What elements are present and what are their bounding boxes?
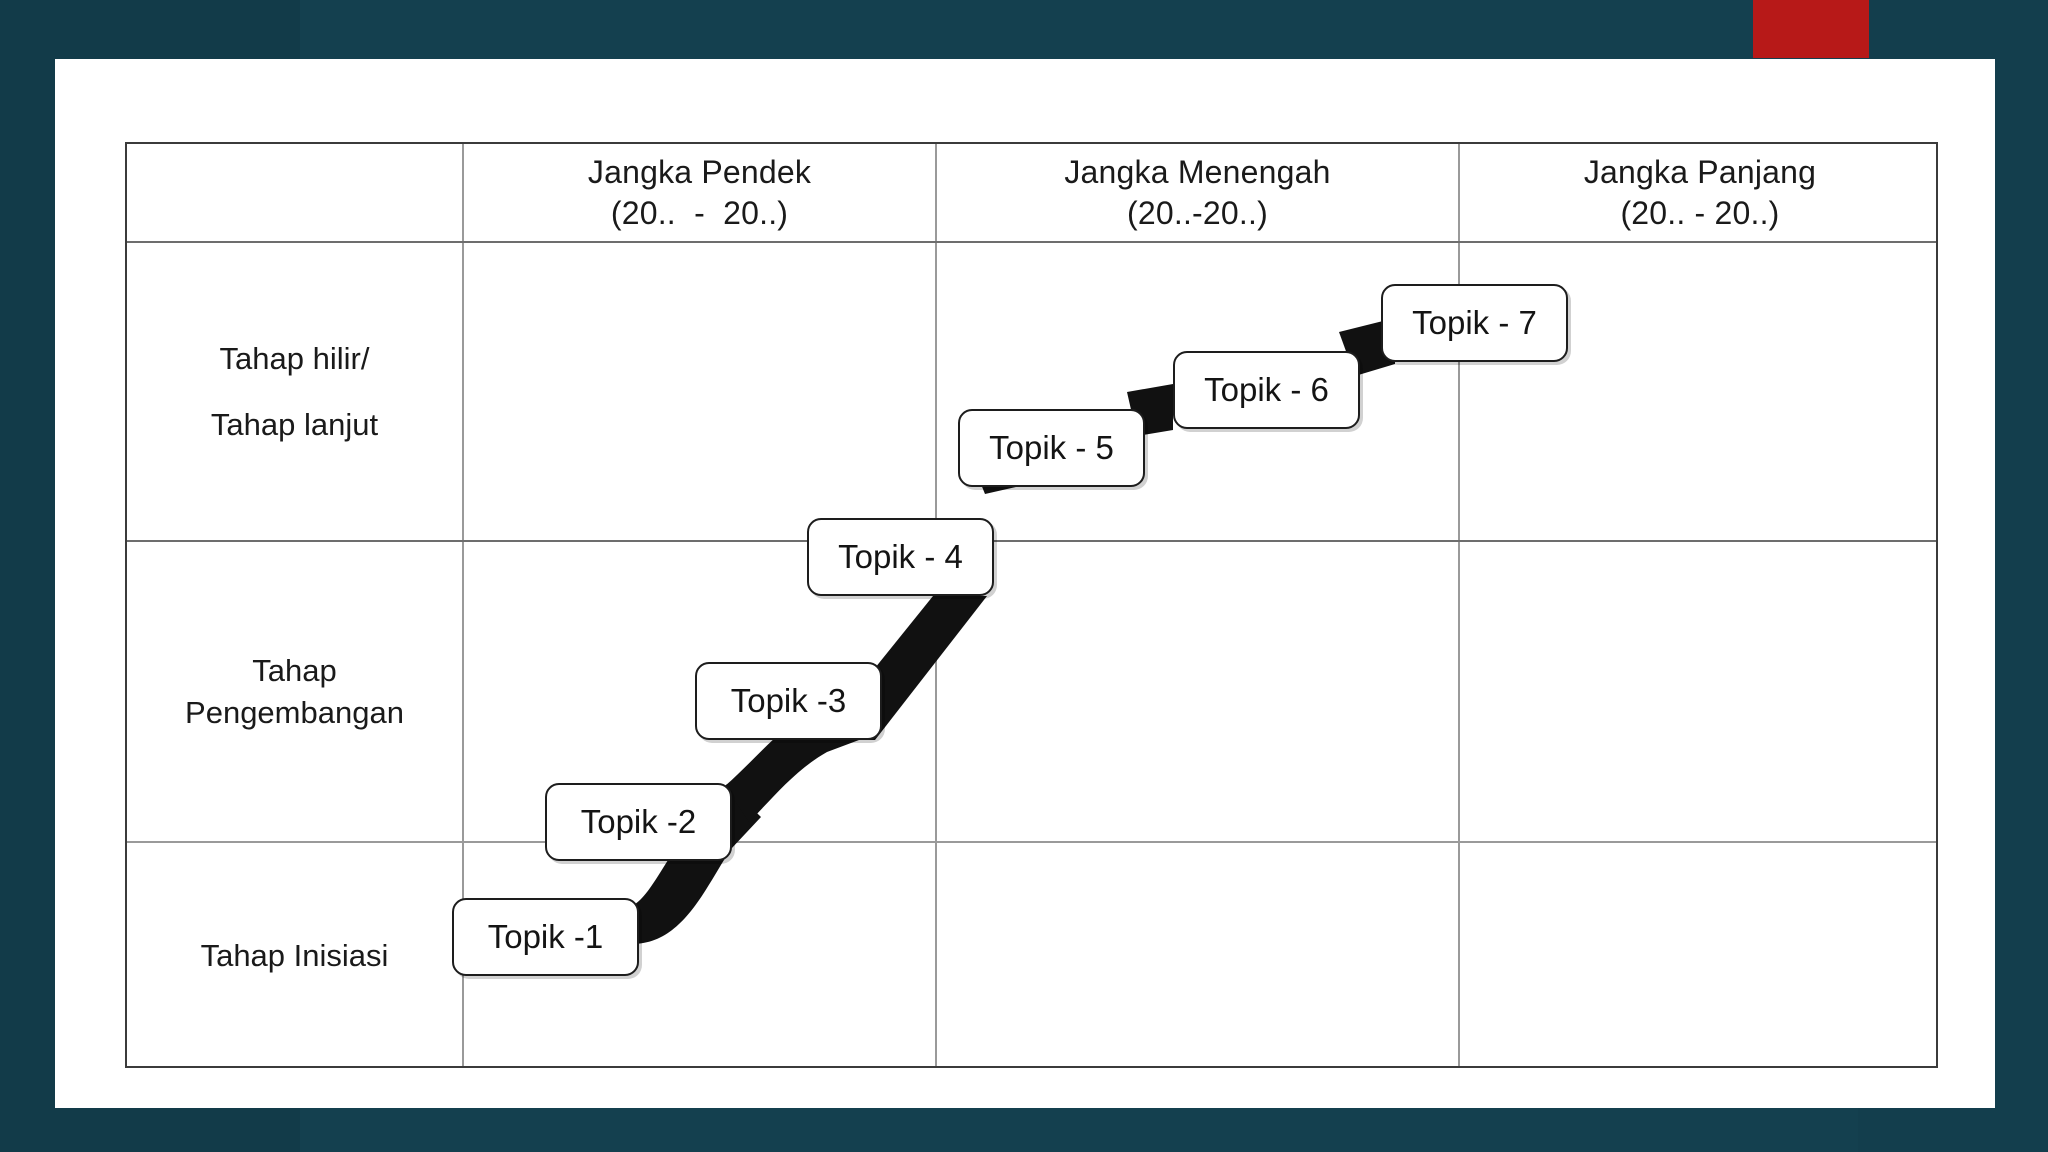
roadmap-matrix: Jangka Pendek (20.. - 20..) Jangka Menen… bbox=[125, 142, 1938, 1068]
column-divider-2 bbox=[935, 144, 937, 1066]
row-label-line-2: Pengembangan bbox=[185, 694, 404, 730]
column-header-period: (20..-20..) bbox=[1127, 194, 1268, 231]
row-label-tahap-pengembangan: Tahap Pengembangan bbox=[127, 542, 462, 841]
column-header-jangka-pendek: Jangka Pendek (20.. - 20..) bbox=[464, 144, 935, 241]
row-divider-2 bbox=[127, 841, 1936, 843]
topic-node-3[interactable]: Topik -3 bbox=[695, 662, 882, 740]
row-label-line-1: Tahap hilir/ bbox=[219, 340, 370, 376]
column-header-jangka-panjang: Jangka Panjang (20.. - 20..) bbox=[1460, 144, 1940, 241]
topic-node-6[interactable]: Topik - 6 bbox=[1173, 351, 1360, 429]
row-divider-1 bbox=[127, 540, 1936, 542]
topic-node-4[interactable]: Topik - 4 bbox=[807, 518, 994, 596]
topic-node-2[interactable]: Topik -2 bbox=[545, 783, 732, 861]
topic-node-5[interactable]: Topik - 5 bbox=[958, 409, 1145, 487]
accent-bar bbox=[1753, 0, 1869, 58]
column-header-title: Jangka Panjang bbox=[1583, 153, 1817, 190]
column-header-period: (20.. - 20..) bbox=[610, 194, 789, 231]
row-label-tahap-hilir: Tahap hilir/ Tahap lanjut bbox=[127, 243, 462, 540]
column-header-period: (20.. - 20..) bbox=[1620, 194, 1780, 231]
header-divider bbox=[127, 241, 1936, 243]
topic-node-1[interactable]: Topik -1 bbox=[452, 898, 639, 976]
topic-node-7[interactable]: Topik - 7 bbox=[1381, 284, 1568, 362]
row-label-line-2: Tahap lanjut bbox=[210, 406, 379, 442]
column-header-title: Jangka Pendek bbox=[587, 153, 812, 190]
column-header-jangka-menengah: Jangka Menengah (20..-20..) bbox=[937, 144, 1458, 241]
row-label-tahap-inisiasi: Tahap Inisiasi bbox=[127, 843, 462, 1068]
column-divider-3 bbox=[1458, 144, 1460, 1066]
row-label-line-1: Tahap bbox=[252, 652, 337, 688]
column-divider-1 bbox=[462, 144, 464, 1066]
row-label-line-1: Tahap Inisiasi bbox=[200, 937, 389, 973]
column-header-title: Jangka Menengah bbox=[1064, 153, 1331, 190]
content-card: Jangka Pendek (20.. - 20..) Jangka Menen… bbox=[55, 59, 1995, 1108]
